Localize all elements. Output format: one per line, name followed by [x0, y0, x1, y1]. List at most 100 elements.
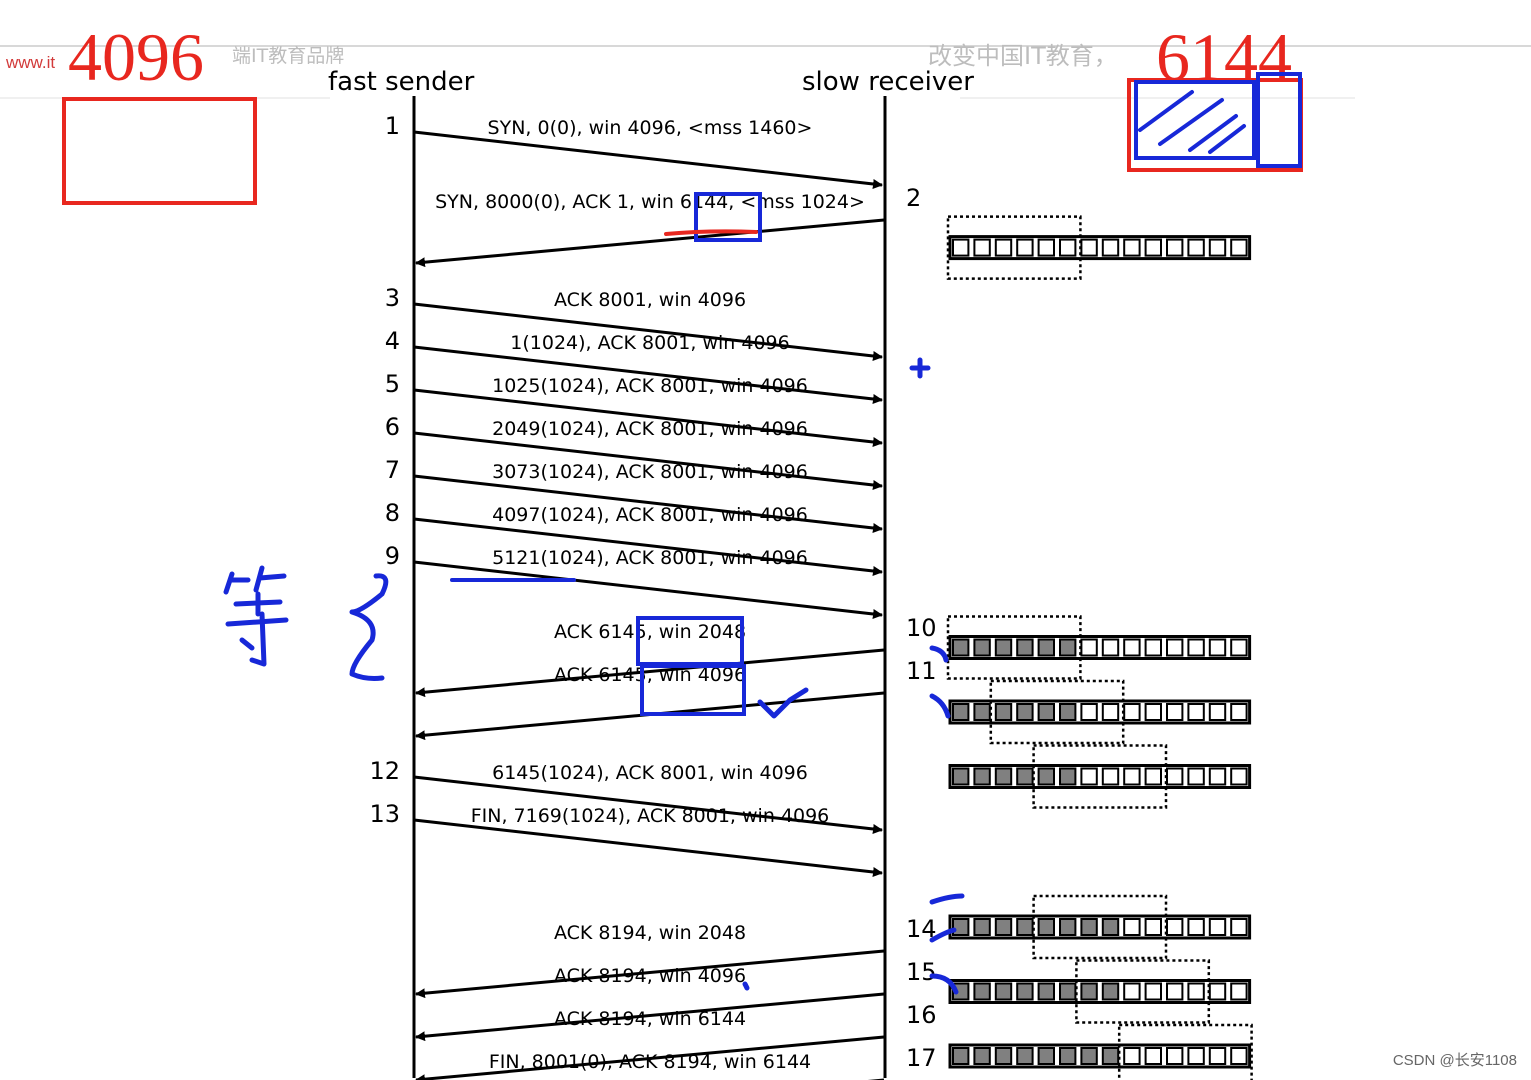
buffer-cell-empty [1080, 238, 1098, 257]
buffer-cell-empty [1230, 638, 1248, 657]
step-label-left: 13 [369, 800, 400, 828]
buffer-cell-empty [1230, 703, 1248, 721]
step-label-right: 11 [906, 657, 937, 685]
buffer-cell-filled [1059, 703, 1077, 721]
buffer-cell-filled [952, 638, 970, 657]
buffer-cell-empty [1123, 918, 1141, 936]
message-arrow [415, 949, 885, 999]
message-arrow [413, 345, 883, 404]
message-15: ACK 8194, win 4096 [415, 965, 885, 1042]
message-label: 6145(1024), ACK 8001, win 4096 [492, 762, 808, 784]
receive-buffer-4 [948, 744, 1252, 809]
buffer-cell-empty [973, 238, 991, 257]
step-label-left: 7 [385, 456, 400, 484]
buffer-cell-empty [1123, 1047, 1141, 1065]
buffer-cell-filled [973, 1047, 991, 1065]
buffer-cell-empty [1080, 638, 1098, 657]
receive-buffer-3 [948, 679, 1252, 745]
message-arrow [415, 648, 885, 698]
buffer-cell-filled [994, 918, 1013, 936]
message-label: ACK 6145, win 2048 [554, 621, 746, 643]
buffer-cell-filled [994, 767, 1013, 786]
buffer-cell-filled [1080, 918, 1098, 936]
buffer-cell-empty [1208, 703, 1227, 721]
buffer-cell-empty [1059, 238, 1077, 257]
buffer-cell-empty [952, 238, 970, 257]
buffer-cell-filled [952, 982, 970, 1001]
buffer-cell-empty [1144, 703, 1162, 721]
message-label: 1(1024), ACK 8001, win 4096 [510, 332, 789, 354]
buffer-cell-filled [1059, 982, 1077, 1001]
buffer-cell-empty [1187, 767, 1205, 786]
buffer-cell-filled [1080, 982, 1098, 1001]
message-7: 3073(1024), ACK 8001, win 4096 [413, 461, 883, 533]
message-arrow [415, 218, 885, 268]
hook-15 [929, 927, 957, 943]
message-12: 6145(1024), ACK 8001, win 4096 [413, 762, 883, 834]
message-label: ACK 8194, win 4096 [554, 965, 746, 987]
message-label: FIN, 8001(0), ACK 8194, win 6144 [489, 1051, 811, 1073]
message-label: 4097(1024), ACK 8001, win 4096 [492, 504, 808, 526]
message-8: 4097(1024), ACK 8001, win 4096 [413, 504, 883, 576]
buffer-cell-empty [1037, 238, 1055, 257]
buffer-cell-empty [1144, 767, 1162, 786]
receive-buffer-5 [948, 894, 1252, 960]
receive-buffer-6 [948, 959, 1252, 1024]
buffer-cell-empty [1123, 767, 1141, 786]
buffer-cell-filled [952, 703, 970, 721]
message-arrow [413, 560, 883, 619]
message-10: ACK 6145, win 2048 [415, 621, 885, 698]
buffer-cell-empty [1208, 918, 1227, 936]
buffer-cell-filled [1101, 982, 1120, 1001]
hook-10 [929, 645, 949, 663]
step-label-left: 3 [385, 284, 400, 312]
annotation-blue-box-right-a [1134, 80, 1256, 160]
message-label: ACK 8001, win 4096 [554, 289, 746, 311]
buffer-cell-empty [1208, 238, 1227, 257]
buffer-group [946, 215, 1253, 1080]
buffer-cell-empty [1208, 1047, 1227, 1065]
buffer-cell-empty [1016, 238, 1034, 257]
advertised-window [989, 679, 1125, 745]
step-label-left: 4 [385, 327, 400, 355]
step-label-left: 12 [369, 757, 400, 785]
highlight-win-6144 [694, 192, 762, 242]
receiver-title: slow receiver [802, 67, 974, 97]
buffer-cell-empty [1230, 982, 1248, 1001]
watermark-left-cn: 端IT教育品牌 [232, 45, 344, 67]
receive-buffer-7 [948, 1023, 1253, 1080]
message-arrow [413, 130, 883, 189]
message-arrow [413, 302, 883, 361]
credit-footer: CSDN @长安1108 [1392, 1052, 1517, 1069]
receive-buffer-1 [946, 215, 1252, 280]
buffer-cell-empty [1187, 638, 1205, 657]
annotation-blue-box-right-b [1256, 72, 1302, 168]
message-arrow [413, 818, 883, 877]
buffer-cell-empty [1123, 703, 1141, 721]
watermark-left: www.it [5, 53, 55, 72]
message-label: ACK 8194, win 6144 [554, 1008, 746, 1030]
highlight-win-4096 [640, 664, 746, 716]
buffer-cell-filled [1037, 767, 1055, 786]
buffer-cell-empty [1123, 982, 1141, 1001]
buffer-cell-filled [1037, 918, 1055, 936]
annotation-red-box-left [62, 97, 257, 205]
buffer-cell-filled [1016, 767, 1034, 786]
buffer-cell-empty [1166, 767, 1184, 786]
buffer-cell-filled [1016, 1047, 1034, 1065]
buffer-cell-filled [952, 918, 970, 936]
buffer-cell-filled [1037, 982, 1055, 1001]
buffer-cell-filled [1016, 638, 1034, 657]
buffer-cell-empty [1166, 238, 1184, 257]
step-label-left: 8 [385, 499, 400, 527]
buffer-cell-filled [1037, 703, 1055, 721]
buffer-cell-filled [1080, 1047, 1098, 1065]
hook-14 [929, 893, 965, 905]
buffer-cell-empty [1208, 767, 1227, 786]
message-label: SYN, 0(0), win 4096, <mss 1460> [488, 117, 813, 139]
step-label-right: 10 [906, 614, 937, 642]
buffer-cell-empty [1080, 703, 1098, 721]
red-underline-6144 [664, 229, 758, 236]
